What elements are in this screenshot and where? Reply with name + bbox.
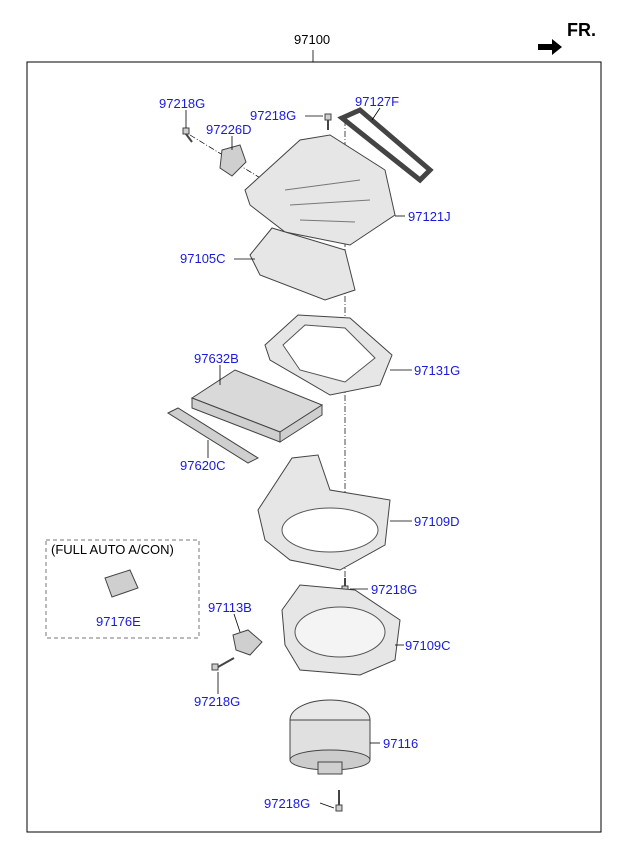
- part-label-97218g[interactable]: 97218G: [194, 694, 241, 709]
- part-label-97116[interactable]: 97116: [383, 736, 419, 751]
- part-label-97218g[interactable]: 97218G: [371, 582, 418, 597]
- part-label-97226d[interactable]: 97226D: [206, 122, 252, 137]
- part-label-97109d[interactable]: 97109D: [414, 514, 460, 529]
- part-label-97131g[interactable]: 97131G: [414, 363, 461, 378]
- part-label-97109c[interactable]: 97109C: [405, 638, 451, 653]
- assembly-frame: [26, 61, 602, 833]
- label-leaders: [185, 107, 412, 809]
- bracket-part: [232, 629, 263, 656]
- part-label-97218g[interactable]: 97218G: [250, 108, 297, 123]
- filter-door-part: [166, 407, 260, 464]
- option-group-label: (FULL AUTO A/CON): [51, 542, 174, 557]
- part-label-97218g[interactable]: 97218G: [159, 96, 206, 111]
- part-label-97218g[interactable]: 97218G: [264, 796, 311, 811]
- intake-case-lower-part: [249, 227, 356, 301]
- part-label-97113b[interactable]: 97113B: [208, 600, 252, 615]
- front-arrow-icon: [538, 39, 562, 55]
- part-label-97105c[interactable]: 97105C: [180, 251, 226, 266]
- part-label-97620c[interactable]: 97620C: [180, 458, 226, 473]
- sensor-part: [104, 569, 139, 598]
- intake-case-upper-part: [244, 134, 396, 246]
- assembly-number: 97100: [294, 32, 331, 47]
- part-label-97127f[interactable]: 97127F: [355, 94, 400, 109]
- actuator-part: [219, 144, 247, 177]
- part-label-97176e[interactable]: 97176E: [96, 614, 141, 629]
- front-direction-label: FR.: [567, 20, 596, 40]
- seal-part: [337, 107, 434, 184]
- part-label-97632b[interactable]: 97632B: [194, 351, 239, 366]
- part-label-97121j[interactable]: 97121J: [408, 209, 451, 224]
